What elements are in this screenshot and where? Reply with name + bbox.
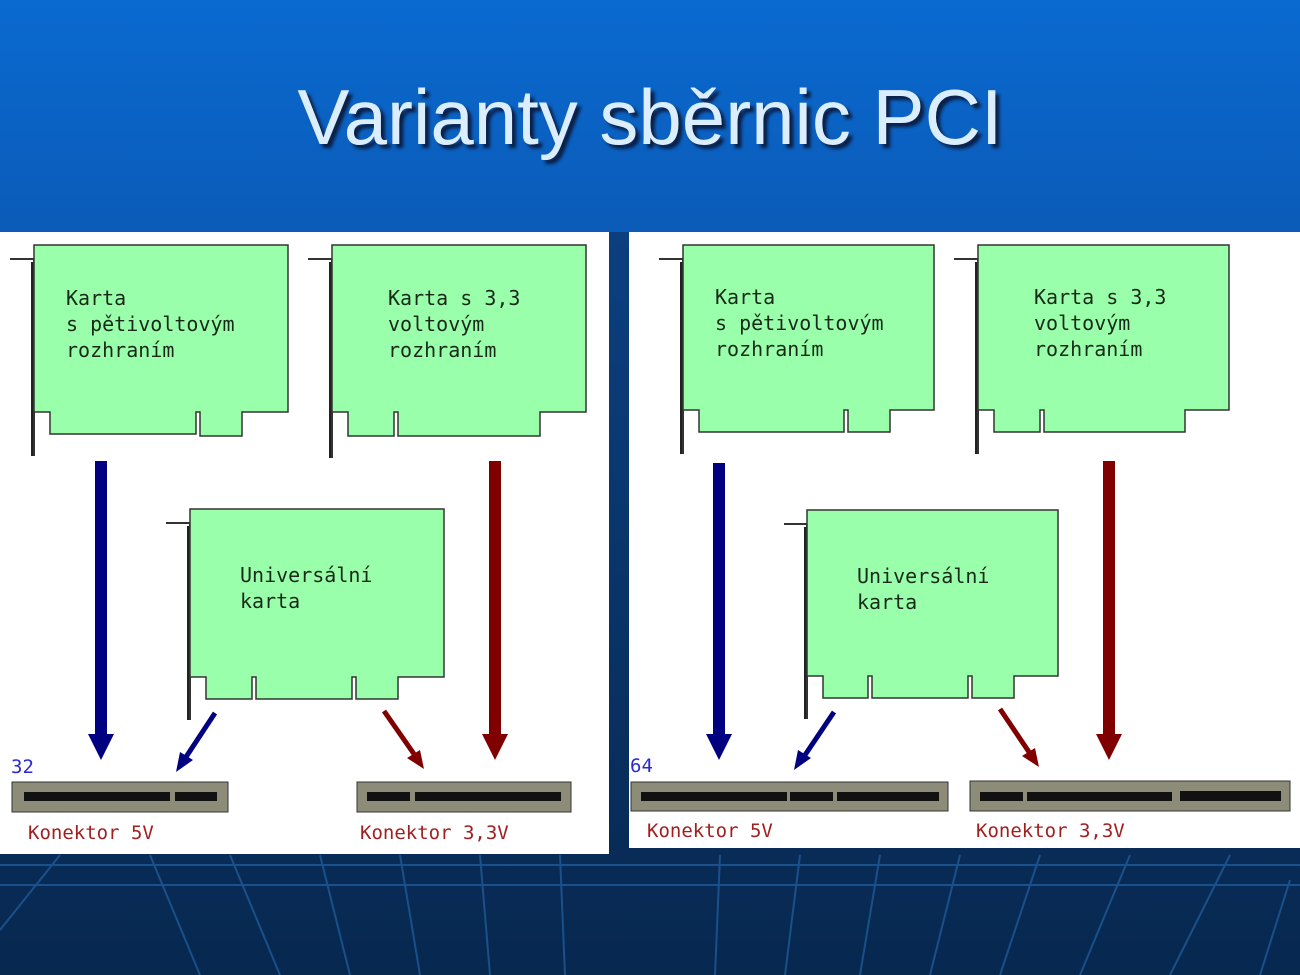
card-33v-line-2: voltovým xyxy=(388,312,484,336)
connector-33v-label: Konektor 3,3V xyxy=(360,822,509,844)
card-universal-line-1: Universální xyxy=(240,563,372,587)
card-5v: Karta s pětivoltovým rozhraním xyxy=(659,244,935,454)
card-33v-line-3: rozhraním xyxy=(1034,337,1142,361)
card-universal-line-2: karta xyxy=(240,589,300,613)
card-33v-line-2: voltovým xyxy=(1034,311,1130,335)
card-33v: Karta s 3,3 voltovým rozhraním xyxy=(954,244,1230,454)
connector-5v-label: Konektor 5V xyxy=(28,822,154,844)
bus-width-label: 32 xyxy=(11,756,34,778)
card-5v-line-2: s pětivoltovým xyxy=(66,312,235,336)
card-universal: Universální karta xyxy=(784,509,1059,719)
card-5v-line-3: rozhraním xyxy=(66,338,174,362)
card-5v: Karta s pětivoltovým rozhraním xyxy=(10,244,289,456)
connector-5v xyxy=(630,781,949,812)
diagram-32bit: Karta s pětivoltovým rozhraním Karta s 3… xyxy=(10,244,587,844)
card-universal-line-1: Universální xyxy=(857,564,989,588)
card-5v-line-3: rozhraním xyxy=(715,337,823,361)
diagram-32bit-panel: Karta s pětivoltovým rozhraním Karta s 3… xyxy=(0,232,609,854)
connector-33v-label: Konektor 3,3V xyxy=(976,820,1125,842)
bus-width-label: 64 xyxy=(630,755,653,777)
card-universal-line-2: karta xyxy=(857,590,917,614)
slide-title: Varianty sběrnic PCI xyxy=(297,73,1003,161)
card-33v-line-1: Karta s 3,3 xyxy=(1034,285,1166,309)
arrow-5v-card-to-5v-connector xyxy=(88,461,114,760)
card-5v-line-1: Karta xyxy=(715,285,775,309)
card-universal: Universální karta xyxy=(166,508,445,720)
connector-5v xyxy=(11,781,229,813)
card-5v-line-1: Karta xyxy=(66,286,126,310)
card-5v-line-2: s pětivoltovým xyxy=(715,311,884,335)
connector-33v xyxy=(969,780,1291,812)
card-33v-line-1: Karta s 3,3 xyxy=(388,286,520,310)
arrow-33v-card-to-33v-connector xyxy=(482,461,508,760)
card-33v-line-3: rozhraním xyxy=(388,338,496,362)
diagram-64bit: Karta s pětivoltovým rozhraním Karta s 3… xyxy=(630,244,1291,842)
arrow-universal-to-33v-connector xyxy=(997,707,1039,767)
arrow-universal-to-5v-connector xyxy=(176,711,218,772)
arrow-5v-card-to-5v-connector xyxy=(706,463,732,760)
card-33v: Karta s 3,3 voltovým rozhraním xyxy=(308,244,587,458)
connector-33v xyxy=(356,781,572,813)
arrow-universal-to-33v-connector xyxy=(381,709,424,769)
diagram-64bit-panel: Karta s pětivoltovým rozhraním Karta s 3… xyxy=(629,232,1300,848)
arrow-universal-to-5v-connector xyxy=(794,710,837,770)
arrow-33v-card-to-33v-connector xyxy=(1096,461,1122,760)
connector-5v-label: Konektor 5V xyxy=(647,820,773,842)
